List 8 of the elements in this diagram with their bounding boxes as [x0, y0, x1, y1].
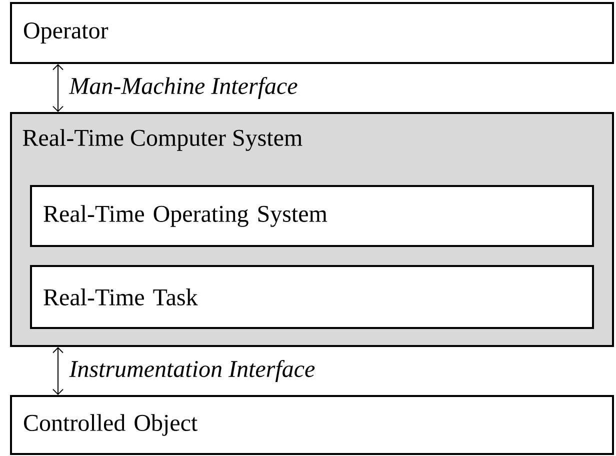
actor-box: Operator [10, 2, 614, 64]
object-box: Controlled Object [10, 395, 614, 455]
edge-label: Man-Machine Interface [68, 76, 299, 100]
edge-label: Instrumentation Interface [68, 359, 316, 383]
arrow [52, 64, 64, 112]
component-box: Real-Time Task [30, 265, 594, 329]
component-box: Real-Time Operating System [30, 185, 594, 247]
arrow [52, 347, 64, 395]
